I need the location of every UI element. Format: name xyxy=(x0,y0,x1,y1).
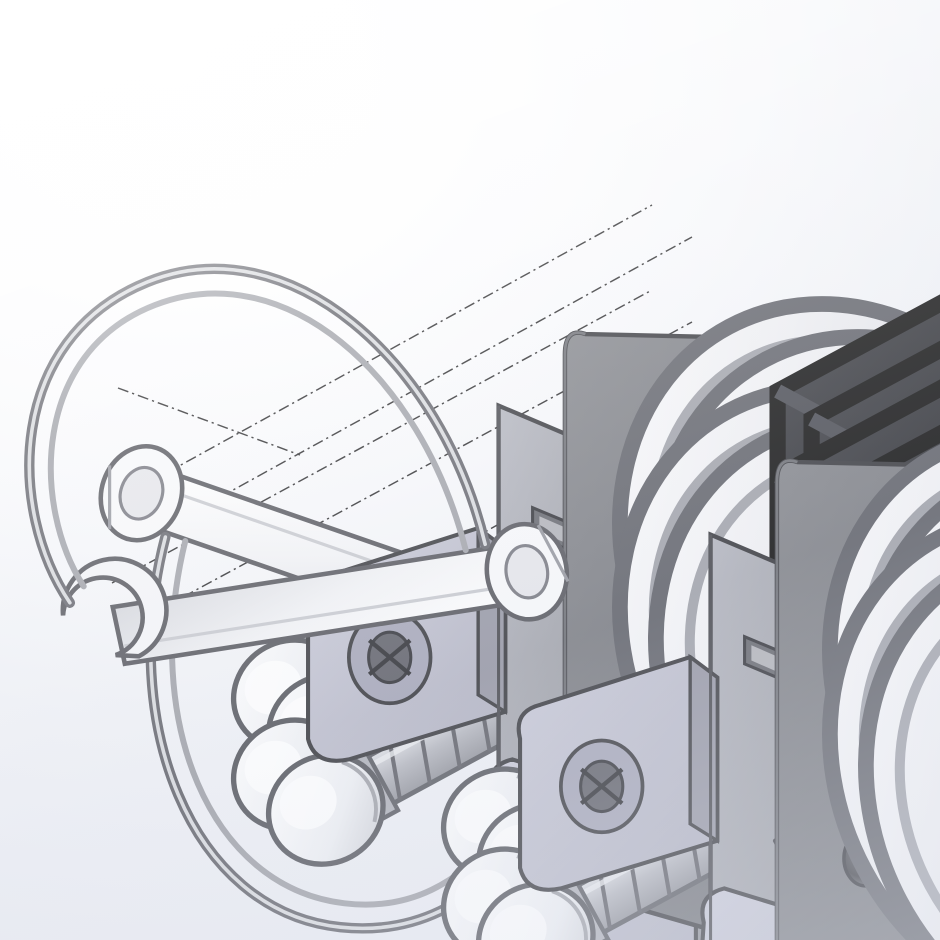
lower-right-assembly xyxy=(0,161,940,940)
